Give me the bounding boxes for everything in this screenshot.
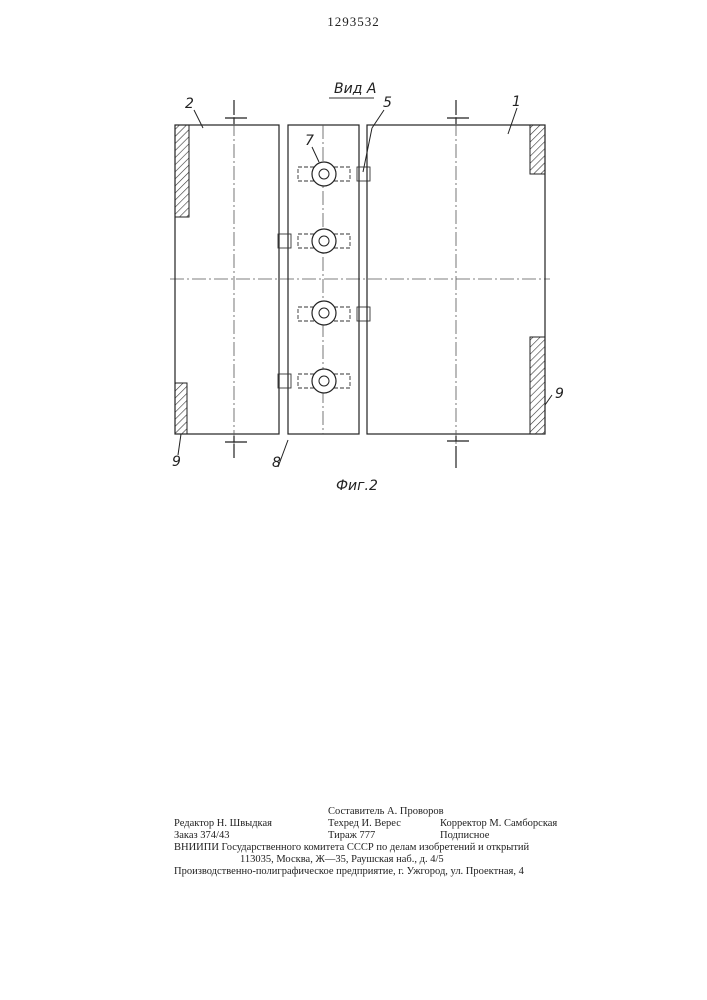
left-section-mark-top	[225, 100, 247, 124]
circulation: Тираж 777	[328, 830, 375, 842]
corrector-credit: Корректор М. Самборская	[440, 818, 557, 830]
right-section-mark-top	[447, 100, 469, 124]
right-plate-hatch-bottom	[530, 337, 545, 434]
callout-5: 5	[383, 95, 392, 111]
colophon: Составитель А. Проворов Редактор Н. Швыд…	[170, 806, 590, 878]
left-plate-outline	[175, 125, 279, 434]
right-section-mark-bottom	[447, 436, 469, 468]
callout-1: 1	[512, 94, 521, 110]
address-line: 113035, Москва, Ж—35, Раушская наб., д. …	[240, 854, 444, 866]
left-section-mark-bottom	[225, 436, 247, 458]
callout-7: 7	[305, 133, 314, 149]
callout-9-right: 9	[555, 386, 564, 402]
callout-2: 2	[185, 96, 194, 112]
compiler-credit: Составитель А. Проворов	[328, 806, 444, 818]
figure-caption: Фиг.2	[336, 478, 378, 494]
right-plate	[367, 100, 545, 468]
institution-line: ВНИИПИ Государственного комитета СССР по…	[174, 842, 529, 854]
order-number: Заказ 374/43	[174, 830, 229, 842]
left-plate-hatch-top	[175, 125, 189, 217]
fastener-4	[278, 369, 350, 393]
view-label: Вид А	[334, 81, 376, 97]
left-plate-hatch-bottom	[175, 383, 187, 434]
callout-9-left: 9	[172, 454, 181, 470]
callout-8: 8	[272, 455, 281, 471]
fastener-2	[278, 229, 350, 253]
printer-line: Производственно-полиграфическое предприя…	[174, 866, 524, 878]
subscription-note: Подписное	[440, 830, 489, 842]
right-plate-hatch-top	[530, 125, 545, 174]
editor-credit: Редактор Н. Швыдкая	[174, 818, 272, 830]
middle-plate	[278, 125, 370, 434]
tech-editor-credit: Техред И. Верес	[328, 818, 401, 830]
